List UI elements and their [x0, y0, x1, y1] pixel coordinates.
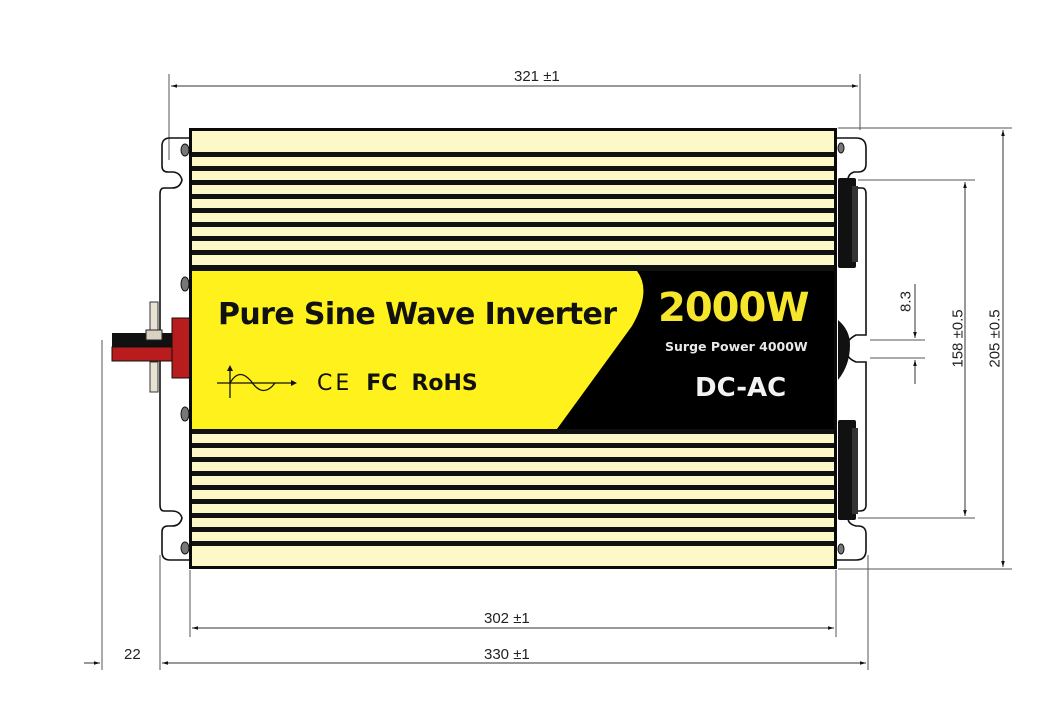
certification-marks: CE FC RoHS [317, 371, 478, 396]
ce-mark: CE [317, 371, 353, 396]
sine-wave-icon [217, 365, 297, 398]
fcc-mark: FC [366, 371, 398, 396]
dim-terminal-offset: 22 [124, 646, 141, 663]
dim-body-width: 302 ±1 [484, 610, 530, 627]
dim-mount-pitch: 158 ±0.5 [949, 309, 967, 368]
dim-overall-width: 330 ±1 [484, 646, 530, 663]
rated-power: 2000W [658, 285, 809, 331]
dim-overall-height: 205 ±0.5 [986, 309, 1004, 368]
dim-slot-width: 8.3 [897, 291, 915, 312]
surge-power: Surge Power 4000W [665, 339, 808, 354]
heatsink-fins-bottom [192, 429, 834, 566]
product-label: Pure Sine Wave Inverter CE FC RoHS 2000W… [192, 271, 834, 429]
heatsink-fins-top [192, 131, 834, 271]
dim-top-width: 321 ±1 [514, 68, 560, 85]
dc-terminal [111, 301, 191, 393]
inverter-body: Pure Sine Wave Inverter CE FC RoHS 2000W… [189, 128, 837, 569]
conversion-type: DC-AC [695, 373, 787, 403]
label-yellow-wave [192, 271, 644, 429]
rohs-mark: RoHS [411, 371, 478, 396]
product-title: Pure Sine Wave Inverter [218, 297, 617, 332]
